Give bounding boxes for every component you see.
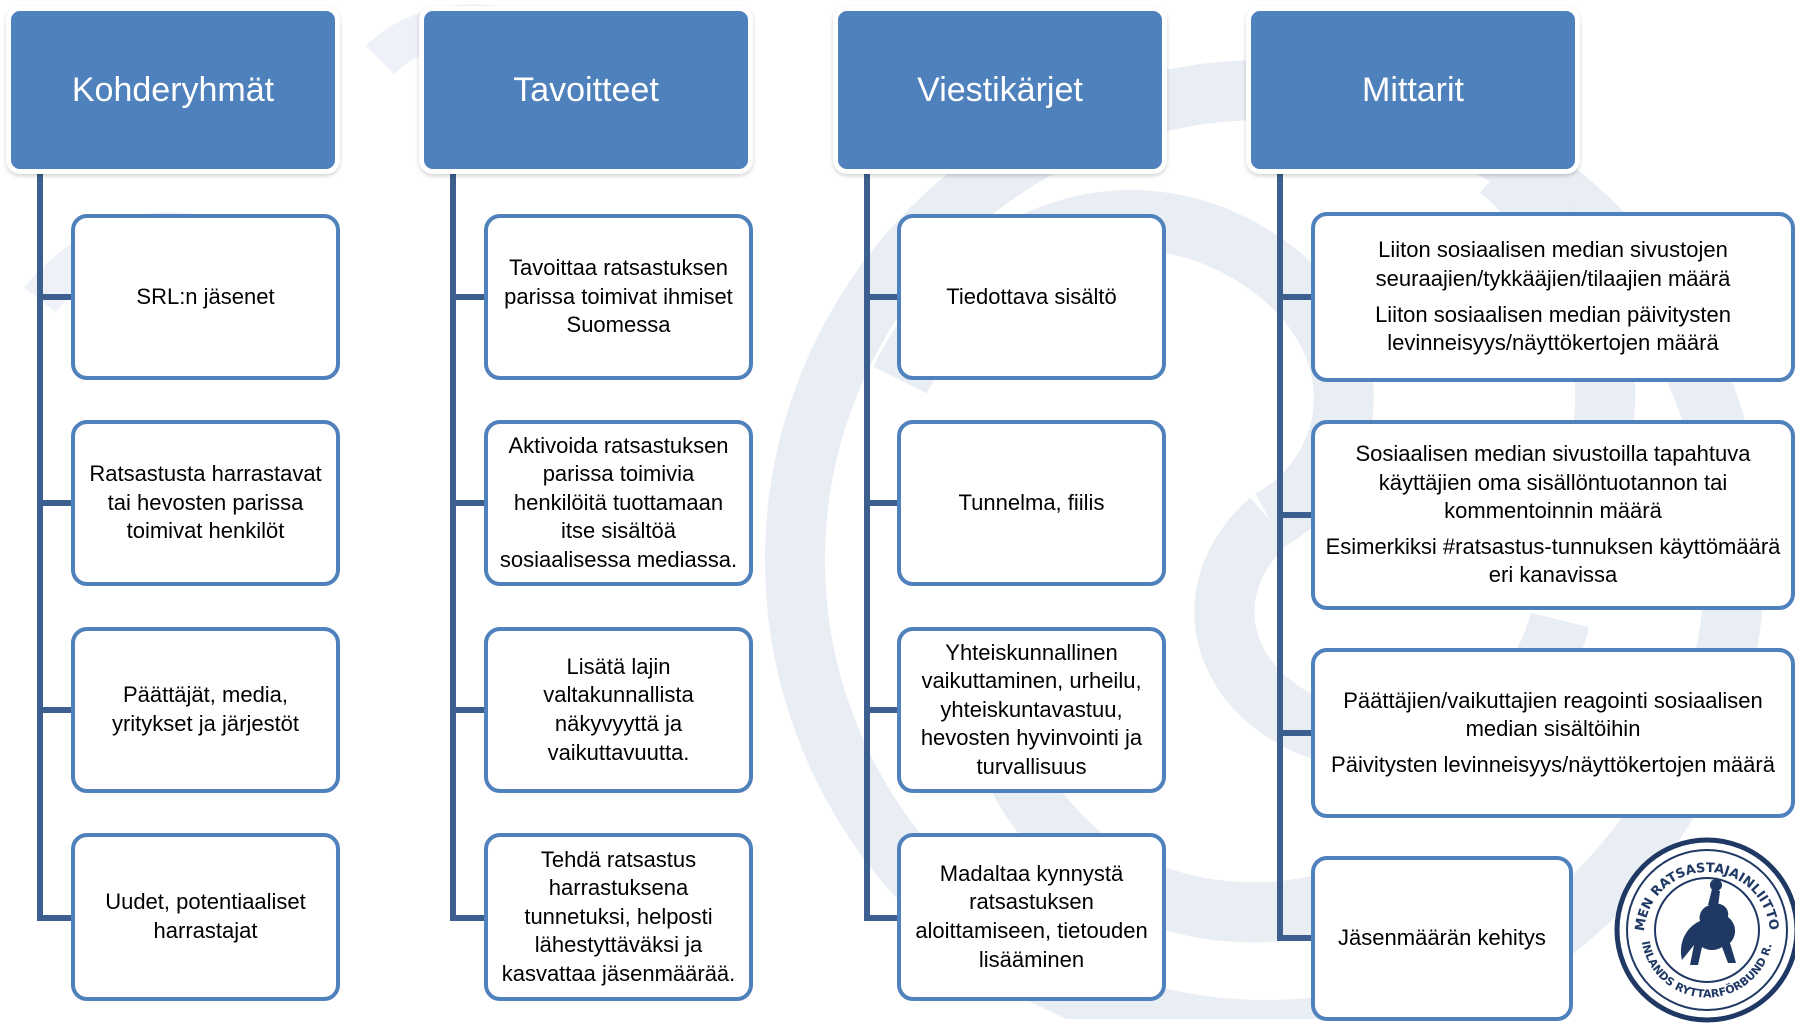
metric-box: Päättäjien/vaikuttajien reagointi sosiaa… bbox=[1311, 648, 1795, 818]
goal-box: Aktivoida ratsastuksen parissa toimivia … bbox=[484, 420, 753, 586]
target-group-box: Ratsastusta harrastavat tai hevosten par… bbox=[71, 420, 340, 586]
box-text-secondary: Esimerkiksi #ratsastus-tunnuksen käyttöm… bbox=[1325, 533, 1781, 588]
target-group-box: SRL:n jäsenet bbox=[71, 214, 340, 380]
column-header-label: Viestikärjet bbox=[917, 70, 1083, 109]
column-header-mittarit: Mittarit bbox=[1246, 6, 1580, 174]
box-text: Uudet, potentiaaliset harrastajat bbox=[105, 889, 306, 943]
box-text: Yhteiskunnallinen vaikuttaminen, urheilu… bbox=[920, 639, 1143, 779]
box-text: Sosiaalisen median sivustoilla tapahtuva… bbox=[1355, 441, 1751, 524]
box-text: Tavoittaa ratsastuksen parissa toimivat … bbox=[504, 255, 733, 338]
column-header-label: Kohderyhmät bbox=[71, 70, 275, 109]
message-point-box: Madaltaa kynnystä ratsastuksen aloittami… bbox=[897, 833, 1166, 1001]
goal-box: Tehdä ratsastus harrastuksena tunnetuksi… bbox=[484, 833, 753, 1001]
box-text: Päättäjien/vaikuttajien reagointi sosiaa… bbox=[1343, 687, 1763, 742]
metric-box: Liiton sosiaalisen median sivustojen seu… bbox=[1311, 212, 1795, 382]
message-point-box: Yhteiskunnallinen vaikuttaminen, urheilu… bbox=[897, 627, 1166, 793]
metric-box: Sosiaalisen median sivustoilla tapahtuva… bbox=[1311, 420, 1795, 610]
column-header-label: Mittarit bbox=[1362, 70, 1464, 109]
column-header-label: Tavoitteet bbox=[513, 70, 659, 109]
target-group-box: Päättäjät, media, yritykset ja järjestöt bbox=[71, 627, 340, 793]
metric-box: Jäsenmäärän kehitys bbox=[1311, 856, 1573, 1021]
column-header-kohderyhmat: Kohderyhmät bbox=[6, 6, 340, 174]
goal-box: Lisätä lajin valtakunnallista näkyvyyttä… bbox=[484, 627, 753, 793]
box-text: SRL:n jäsenet bbox=[136, 283, 275, 309]
box-text: Tehdä ratsastus harrastuksena tunnetuksi… bbox=[501, 846, 736, 986]
box-text: Aktivoida ratsastuksen parissa toimivia … bbox=[499, 432, 738, 572]
box-text: Lisätä lajin valtakunnallista näkyvyyttä… bbox=[543, 653, 694, 765]
box-text: Tiedottava sisältö bbox=[946, 283, 1117, 309]
box-text: Jäsenmäärän kehitys bbox=[1338, 925, 1546, 951]
box-text-secondary: Päivitysten levinneisyys/näyttökertojen … bbox=[1331, 751, 1775, 777]
horse-rider-emblem bbox=[1680, 879, 1736, 965]
box-text: Ratsastusta harrastavat tai hevosten par… bbox=[89, 461, 322, 544]
box-text: Päättäjät, media, yritykset ja järjestöt bbox=[111, 682, 300, 736]
box-text: Madaltaa kynnystä ratsastuksen aloittami… bbox=[915, 860, 1148, 972]
box-text-secondary: Liiton sosiaalisen median päivitysten le… bbox=[1375, 301, 1731, 356]
goal-box: Tavoittaa ratsastuksen parissa toimivat … bbox=[484, 214, 753, 380]
column-header-viestikarjet: Viestikärjet bbox=[833, 6, 1167, 174]
federation-seal-logo: SUOMEN RATSASTAJAINLIITTO R.Y. FINLANDS … bbox=[1612, 835, 1795, 1023]
box-text: Liiton sosiaalisen median sivustojen seu… bbox=[1375, 237, 1731, 291]
column-header-tavoitteet: Tavoitteet bbox=[419, 6, 753, 174]
box-text: Tunnelma, fiilis bbox=[958, 489, 1105, 515]
message-point-box: Tiedottava sisältö bbox=[897, 214, 1166, 380]
message-point-box: Tunnelma, fiilis bbox=[897, 420, 1166, 586]
target-group-box: Uudet, potentiaaliset harrastajat bbox=[71, 833, 340, 1001]
